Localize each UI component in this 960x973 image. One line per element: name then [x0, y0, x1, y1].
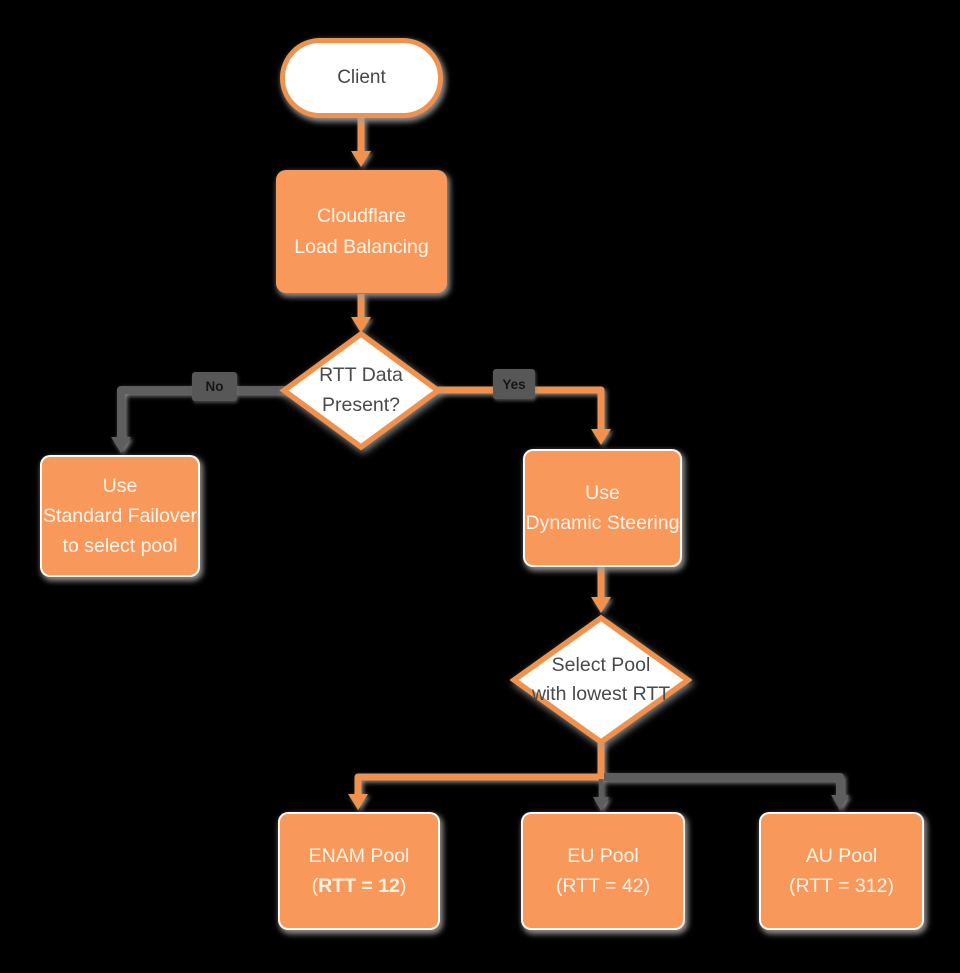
arrowhead-icon: [591, 429, 611, 445]
select-pool-diamond: Select Pool with lowest RTT: [510, 614, 692, 746]
eu-pool-name: EU Pool: [567, 844, 639, 867]
arrowhead-icon: [351, 151, 371, 167]
arrowhead-icon: [351, 317, 371, 333]
eu-pool-rtt: (RTT = 42): [555, 875, 651, 897]
select-pool-text: Select Pool with lowest RTT: [510, 614, 692, 746]
standard-failover-line3: to select pool: [62, 535, 178, 558]
eu-pool-node: EU Pool (RTT = 42): [521, 812, 685, 930]
enam-rtt-close: ): [399, 875, 407, 897]
load-balancer-node: Cloudflare Load Balancing: [276, 170, 447, 293]
au-pool-node: AU Pool (RTT = 312): [759, 812, 924, 930]
connector-selectpool-to-enam: [354, 741, 605, 796]
load-balancer-line2: Load Balancing: [294, 235, 429, 258]
client-label: Client: [337, 67, 386, 88]
select-pool-line1: Select Pool: [551, 653, 651, 676]
dynamic-steering-line2: Dynamic Steering: [525, 512, 680, 534]
connector-yes-to-dynamic: [434, 386, 605, 431]
enam-rtt-open: (: [311, 875, 319, 897]
yes-edge-label: Yes: [493, 369, 535, 399]
arrowhead-icon: [593, 797, 609, 811]
diamond-shape: [510, 614, 692, 746]
yes-edge-label-text: Yes: [502, 376, 526, 392]
standard-failover-line1: Use: [102, 474, 138, 497]
arrowhead-icon: [591, 597, 611, 613]
enam-rtt-value: RTT = 12: [318, 875, 400, 897]
enam-pool-rtt: (RTT = 12): [312, 871, 407, 901]
standard-failover-line2: Standard Failover: [43, 504, 197, 527]
dynamic-steering-node: Use Dynamic Steering: [523, 449, 682, 567]
no-edge-label: No: [192, 372, 237, 401]
standard-failover-node: Use Standard Failover to select pool: [40, 455, 200, 577]
select-pool-line2: with lowest RTT: [531, 683, 671, 705]
rtt-decision-line1: RTT Data: [319, 364, 403, 387]
rtt-decision-diamond: RTT Data Present?: [276, 328, 446, 453]
arrowhead-icon: [348, 794, 368, 810]
au-pool-rtt: (RTT = 312): [789, 875, 894, 897]
load-balancer-line1: Cloudflare: [317, 205, 406, 228]
au-pool-name: AU Pool: [805, 844, 878, 867]
arrowhead-icon: [831, 795, 849, 810]
client-node: Client: [280, 38, 443, 118]
enam-pool-name: ENAM Pool: [308, 844, 410, 867]
enam-pool-node: ENAM Pool (RTT = 12): [278, 812, 440, 930]
rtt-decision-text: RTT Data Present?: [276, 328, 446, 453]
dynamic-steering-line1: Use: [585, 481, 620, 504]
connector-selectpool-to-au: [604, 773, 844, 796]
arrowhead-icon: [111, 437, 131, 453]
no-edge-label-text: No: [205, 379, 224, 394]
diamond-shape: [279, 330, 443, 451]
rtt-decision-line2: Present?: [321, 393, 401, 416]
